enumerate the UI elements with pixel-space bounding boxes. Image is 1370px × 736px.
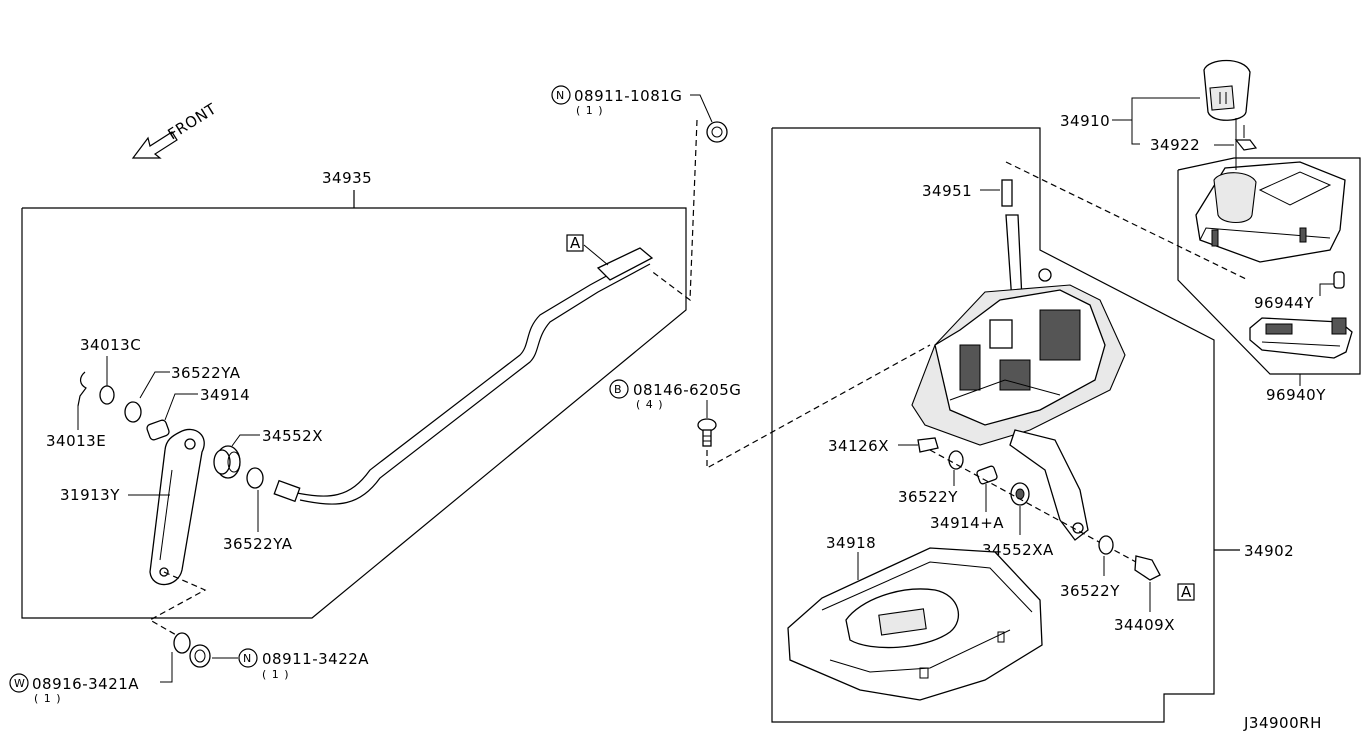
- ref-a-box-shifter: [1177, 583, 1195, 601]
- washer-36522ya-bottom: [246, 467, 264, 489]
- label-36522y-top: 36522Y: [898, 488, 958, 506]
- shifter-assembly-frame: [771, 127, 1240, 723]
- ref-n-1081g: N: [556, 89, 565, 102]
- bushing-34552x: [213, 445, 241, 479]
- label-36522ya-bottom: 36522YA: [223, 535, 293, 553]
- bushing-34552xa: [1010, 482, 1030, 506]
- qty-08146-6205g: ( 4 ): [636, 398, 664, 411]
- nut-08911-3422a: [189, 644, 211, 668]
- clip-34126x: [917, 437, 939, 453]
- label-34951: 34951: [922, 182, 972, 200]
- front-label: FRONT: [165, 99, 220, 143]
- washer-08916: [173, 632, 191, 654]
- label-08911-1081g: 08911-1081G: [574, 87, 682, 105]
- label-08911-3422a: 08911-3422A: [262, 650, 369, 668]
- bulb-96944y: [1333, 271, 1345, 289]
- indicator-frame: [1177, 157, 1361, 386]
- bolt-08146-6205g: [697, 418, 717, 447]
- clip-34013e: [77, 371, 87, 407]
- label-34922: 34922: [1150, 136, 1200, 154]
- ref-b-6205g: B: [614, 383, 623, 396]
- label-34910: 34910: [1060, 112, 1110, 130]
- label-34918: 34918: [826, 534, 876, 552]
- label-34914a: 34914+A: [930, 514, 1004, 532]
- label-08916-3421a: 08916-3421A: [32, 675, 139, 693]
- qty-08911-1081g: ( 1 ): [576, 104, 604, 117]
- pin-34951: [1001, 179, 1013, 207]
- label-36522y-bottom: 36522Y: [1060, 582, 1120, 600]
- indicator-96940y: [1195, 161, 1346, 263]
- label-34935: 34935: [322, 169, 372, 187]
- shifter-body-34902: [911, 179, 1126, 541]
- washer-36522y-bottom: [1098, 535, 1114, 555]
- bulb-holder-96940y: [1249, 317, 1353, 359]
- qty-08911-3422a: ( 1 ): [262, 668, 290, 681]
- label-08146-6205g: 08146-6205G: [633, 381, 741, 399]
- label-96940y: 96940Y: [1266, 386, 1326, 404]
- diagram-id: J34900RH: [1243, 714, 1322, 732]
- front-arrow-icon: [131, 131, 178, 159]
- clip-34409x: [1134, 555, 1161, 581]
- label-34552x: 34552X: [262, 427, 323, 445]
- label-96944y: 96944Y: [1254, 294, 1314, 312]
- clip-34922: [1234, 139, 1258, 151]
- bushing-34914: [146, 419, 170, 441]
- bushing-34914a: [976, 465, 998, 485]
- console-finisher-34918: [787, 547, 1043, 701]
- label-34013e: 34013E: [46, 432, 106, 450]
- ref-w-3421a: W: [14, 677, 26, 690]
- washer-34013c: [99, 385, 115, 405]
- label-34013c: 34013C: [80, 336, 141, 354]
- nut-08911-1081g: [706, 121, 728, 143]
- label-31913y: 31913Y: [60, 486, 120, 504]
- control-cable: [273, 247, 654, 505]
- label-34902: 34902: [1244, 542, 1294, 560]
- label-34914: 34914: [200, 386, 250, 404]
- ref-n-3422a: N: [243, 652, 252, 665]
- shift-knob-34910: [1203, 59, 1251, 121]
- washer-36522ya-top: [124, 401, 142, 423]
- label-34409x: 34409X: [1114, 616, 1175, 634]
- ref-a-box-cable: [566, 234, 584, 252]
- lever-31913y: [149, 428, 205, 586]
- label-34552xa: 34552XA: [982, 541, 1054, 559]
- cable-assembly-frame: [21, 190, 687, 619]
- qty-08916-3421a: ( 1 ): [34, 692, 62, 705]
- label-36522ya-top: 36522YA: [171, 364, 241, 382]
- ref-a-shifter: A: [1181, 583, 1192, 601]
- label-34126x: 34126X: [828, 437, 889, 455]
- ref-a-cable: A: [570, 234, 581, 252]
